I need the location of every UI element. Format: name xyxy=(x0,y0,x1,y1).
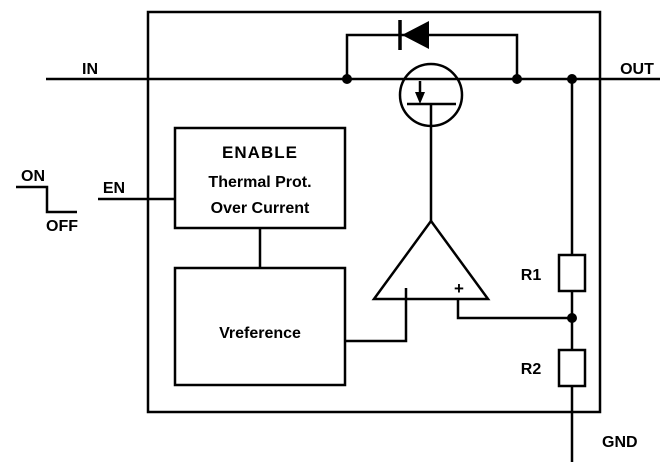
resistor-r2-symbol: R2 xyxy=(521,348,587,388)
vreference-block: Vreference xyxy=(173,266,347,387)
enable-block: ENABLE Thermal Prot. Over Current xyxy=(173,126,347,230)
pin-label-in: IN xyxy=(82,61,98,78)
pin-label-out: OUT xyxy=(620,61,654,78)
transistor-arrow-head xyxy=(415,92,425,104)
error-amplifier-symbol: + xyxy=(371,218,491,301)
feedback-wire xyxy=(456,299,572,320)
junction-dot xyxy=(342,74,352,84)
vref-to-opamp-wire xyxy=(345,288,408,343)
opamp-noninverting-label: + xyxy=(454,279,464,298)
over-current-label: Over Current xyxy=(211,200,310,217)
off-label: OFF xyxy=(46,218,78,235)
reverse-diode-symbol xyxy=(398,20,429,50)
step-waveform-line xyxy=(16,185,77,214)
on-label: ON xyxy=(21,168,45,185)
r1-body xyxy=(557,253,587,293)
diode-branch-wire xyxy=(345,33,519,79)
ic-boundary-box xyxy=(146,10,602,414)
r1-label: R1 xyxy=(521,267,542,284)
enable-block-title: ENABLE xyxy=(222,143,298,162)
enable-step-waveform: ON OFF xyxy=(16,168,78,235)
pin-label-gnd: GND xyxy=(602,434,638,451)
diode-triangle xyxy=(402,21,429,49)
junction-dot xyxy=(512,74,522,84)
thermal-prot-label: Thermal Prot. xyxy=(208,174,311,191)
resistor-r1-symbol: R1 xyxy=(521,253,587,293)
r2-label: R2 xyxy=(521,361,542,378)
opamp-triangle xyxy=(371,218,491,301)
pin-label-en: EN xyxy=(103,180,125,197)
r2-body xyxy=(557,348,587,388)
vreference-label: Vreference xyxy=(219,325,301,342)
